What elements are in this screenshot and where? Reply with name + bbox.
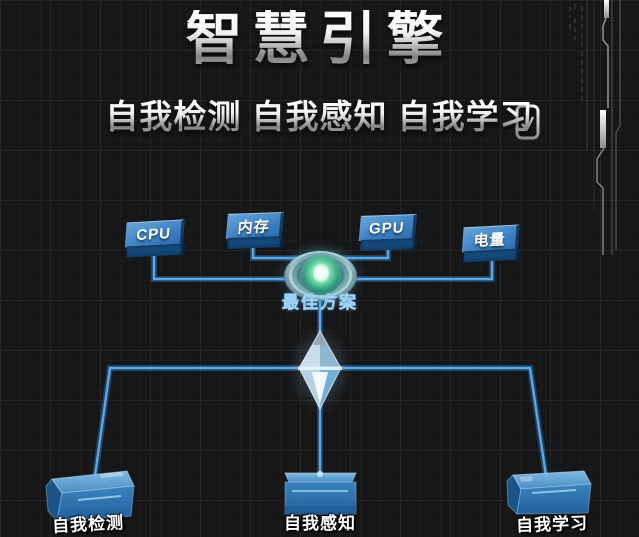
- input-node-cpu: CPU: [124, 219, 185, 258]
- output-box-self-sense: [284, 471, 357, 515]
- silver-bar-icon: [604, 0, 609, 18]
- output-box-self-check: [45, 470, 135, 523]
- silver-bar-icon: [600, 110, 606, 148]
- badge-icon: [515, 104, 540, 140]
- hub-label: 最佳方案: [282, 293, 358, 313]
- input-node-battery: 电量: [461, 224, 520, 263]
- input-label-battery: 电量: [473, 230, 507, 250]
- input-node-memory: 内存: [225, 211, 284, 249]
- engine-eye-icon: [284, 251, 357, 301]
- input-label-memory: 内存: [236, 217, 271, 237]
- input-label-gpu: GPU: [368, 218, 406, 238]
- output-label-self-check: 自我检测: [51, 513, 125, 536]
- crystal-diamond-icon: [288, 325, 352, 413]
- input-node-gpu: GPU: [358, 213, 417, 251]
- output-box-self-learn: [506, 470, 592, 516]
- input-label-cpu: CPU: [135, 224, 172, 244]
- connector-lines: [93, 243, 548, 478]
- page-title: 智慧引擎: [0, 9, 639, 70]
- output-label-self-learn: 自我学习: [515, 513, 589, 536]
- page-subtitle: 自我检测 自我感知 自我学习: [0, 98, 639, 135]
- output-label-self-sense: 自我感知: [284, 514, 356, 533]
